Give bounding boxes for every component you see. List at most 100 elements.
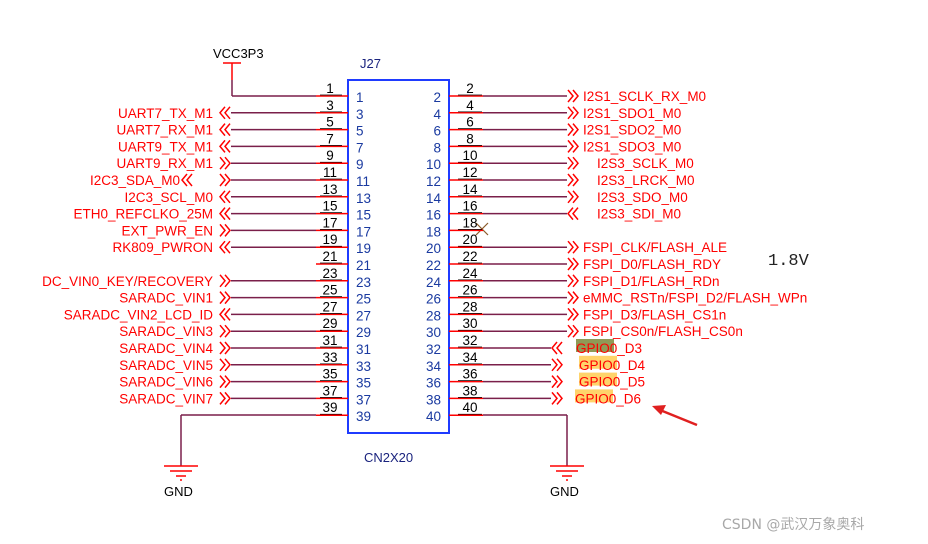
connector-body (347, 79, 450, 434)
pin-number-inner: 30 (426, 325, 441, 340)
pin-number-inner: 2 (433, 90, 441, 105)
vcc-power-symbol: VCC3P3 (213, 46, 316, 97)
pin-number-outer: 15 (322, 199, 337, 214)
text-highlight (579, 372, 617, 386)
pin-number-outer: 2 (466, 81, 474, 96)
net-label: I2S1_SCLK_RX_M0 (583, 89, 706, 104)
pin-number-inner: 19 (356, 241, 371, 256)
net-label: UART7_RX_M1 (116, 123, 213, 138)
pin-number-outer: 26 (462, 283, 477, 298)
pin-number-outer: 4 (466, 98, 474, 113)
pin-number-inner: 37 (356, 392, 371, 407)
off-page-connector-icon (219, 240, 231, 254)
net-label: UART9_TX_M1 (118, 139, 213, 154)
net-label: DC_VIN0_KEY/RECOVERY (42, 274, 213, 289)
off-page-connector-icon (219, 106, 231, 120)
net-label: UART7_TX_M1 (118, 106, 213, 121)
pin-number-outer: 21 (322, 249, 337, 264)
pin-number-inner: 14 (426, 191, 442, 206)
pin-number-outer: 36 (462, 367, 477, 382)
pin-number-outer: 38 (462, 383, 477, 398)
pin-number-outer: 29 (322, 316, 337, 331)
pin-number-inner: 33 (356, 359, 371, 374)
net-label: UART9_RX_M1 (116, 156, 213, 171)
net-label: SARADC_VIN3 (119, 324, 213, 339)
vcc-label: VCC3P3 (213, 46, 264, 61)
pin-number-outer: 6 (466, 115, 474, 130)
pin-number-inner: 5 (356, 124, 364, 139)
net-label: GPIO0_D5 (579, 375, 645, 390)
off-page-connector-icon (219, 341, 231, 355)
pin-number-outer: 30 (462, 316, 477, 331)
pin-number-inner: 21 (356, 258, 371, 273)
gnd-left-label: GND (164, 484, 193, 499)
pin-number-outer: 1 (326, 81, 334, 96)
off-page-connector-icon (219, 190, 231, 204)
pin-number-inner: 4 (433, 107, 441, 122)
pin-number-outer: 17 (322, 215, 337, 230)
pin-number-outer: 19 (322, 232, 337, 247)
off-page-connector-icon (567, 324, 579, 338)
net-label: I2C3_SCL_M0 (124, 190, 213, 205)
voltage-annotation: 1.8V (768, 252, 810, 271)
component-reference: J27 (360, 56, 381, 71)
pin-number-outer: 35 (322, 367, 337, 382)
pin-number-inner: 10 (426, 157, 441, 172)
pin-number-outer: 13 (322, 182, 337, 197)
pin-number-outer: 20 (462, 232, 477, 247)
pin-number-inner: 13 (356, 191, 371, 206)
pin-number-inner: 6 (433, 124, 441, 139)
off-page-connector-icon (567, 173, 579, 187)
pin-number-inner: 32 (426, 342, 441, 357)
off-page-connector-icon (219, 156, 231, 170)
pin-number-outer: 27 (322, 299, 337, 314)
pin-number-outer: 3 (326, 98, 334, 113)
pin-number-outer: 9 (326, 148, 334, 163)
pin-number-outer: 32 (462, 333, 477, 348)
off-page-connector-icon (567, 207, 579, 221)
off-page-connector-icon (567, 123, 579, 137)
pin-number-outer: 12 (462, 165, 477, 180)
net-label: SARADC_VIN2_LCD_ID (64, 307, 214, 322)
net-label: FSPI_D3/FLASH_CS1n (583, 307, 726, 322)
pin-number-outer: 7 (326, 131, 334, 146)
pin-number-inner: 17 (356, 224, 371, 239)
pin-number-inner: 31 (356, 342, 371, 357)
off-page-connector-icon (219, 123, 231, 137)
net-label: EXT_PWR_EN (121, 223, 213, 238)
pin-number-inner: 25 (356, 292, 371, 307)
pin-number-inner: 11 (356, 174, 370, 189)
net-label: SARADC_VIN1 (119, 291, 213, 306)
off-page-connector-icon (219, 173, 231, 187)
net-label: FSPI_CLK/FLASH_ALE (583, 240, 727, 255)
net-label: SARADC_VIN7 (119, 391, 213, 406)
gnd-left-symbol: GND (164, 414, 316, 499)
net-label: I2S1_SDO3_M0 (583, 139, 681, 154)
gnd-right-symbol: GND (483, 414, 584, 499)
pin-number-inner: 7 (356, 140, 364, 155)
pin-number-outer: 25 (322, 283, 337, 298)
pin-number-inner: 9 (356, 157, 364, 172)
net-label: GPIO0_D6 (575, 391, 641, 406)
pin-number-inner: 8 (433, 140, 441, 155)
pin-number-outer: 40 (462, 400, 477, 415)
pin-number-inner: 38 (426, 392, 441, 407)
net-label: SARADC_VIN6 (119, 375, 213, 390)
